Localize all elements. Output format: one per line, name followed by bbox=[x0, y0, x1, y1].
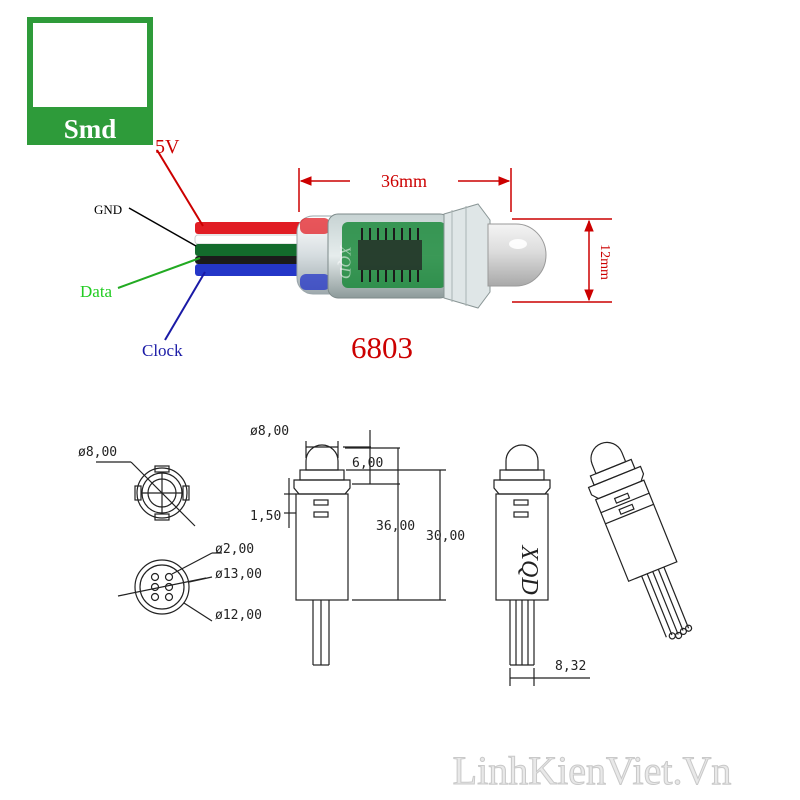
pcb-chip-pins bbox=[361, 228, 419, 282]
wire-label-gnd: GND bbox=[94, 202, 122, 217]
leader-data bbox=[117, 257, 201, 289]
led-dome bbox=[487, 223, 547, 287]
bottom-inner-diameter: ø12,00 bbox=[215, 608, 262, 623]
side-view bbox=[493, 444, 590, 686]
led-photo: XQD 36mm 12mm 5V bbox=[80, 136, 612, 365]
watermark: LinhKienViet.Vn bbox=[453, 748, 732, 793]
length-dimension bbox=[298, 168, 512, 212]
model-number: 6803 bbox=[351, 330, 413, 365]
bottom-outer-diameter: ø13,00 bbox=[215, 567, 262, 582]
wire-label-data: Data bbox=[80, 282, 113, 301]
bottom-pin-diameter: ø2,00 bbox=[215, 542, 254, 557]
top-view-diameter: ø8,00 bbox=[78, 445, 117, 460]
leader-5v bbox=[156, 149, 204, 227]
logo-text: Smd bbox=[64, 114, 117, 144]
front-body-length: 30,00 bbox=[426, 529, 465, 544]
top-view bbox=[96, 461, 196, 527]
pcb-chip bbox=[358, 240, 422, 270]
chip-icon bbox=[36, 32, 142, 102]
logo-banner bbox=[27, 111, 153, 145]
diameter-dimension bbox=[512, 218, 612, 303]
technical-drawing: ø8,00 ø2,00 ø13,00 ø12,00 bbox=[78, 424, 693, 686]
side-view-brand: XQD bbox=[516, 544, 542, 594]
wire-label-5v: 5V bbox=[155, 136, 180, 158]
leader-gnd bbox=[128, 207, 197, 247]
smd-logo: Smd bbox=[27, 17, 153, 145]
leader-clock bbox=[164, 271, 206, 341]
diameter-dimension-label: 12mm bbox=[597, 244, 612, 280]
isometric-view bbox=[587, 441, 693, 640]
wire-label-clock: Clock bbox=[142, 341, 183, 360]
front-view bbox=[284, 430, 446, 666]
length-dimension-label: 36mm bbox=[381, 171, 427, 191]
front-top-diameter: ø8,00 bbox=[250, 424, 289, 439]
front-cap-height: 6,00 bbox=[352, 456, 383, 471]
side-pin-width: 8,32 bbox=[555, 659, 586, 674]
front-total-length: 36,00 bbox=[376, 519, 415, 534]
led-collar bbox=[443, 203, 491, 309]
wire-bundle bbox=[194, 222, 306, 276]
front-step-height: 1,50 bbox=[250, 509, 281, 524]
housing-brand: XQD bbox=[336, 245, 353, 279]
bottom-view bbox=[117, 552, 222, 622]
